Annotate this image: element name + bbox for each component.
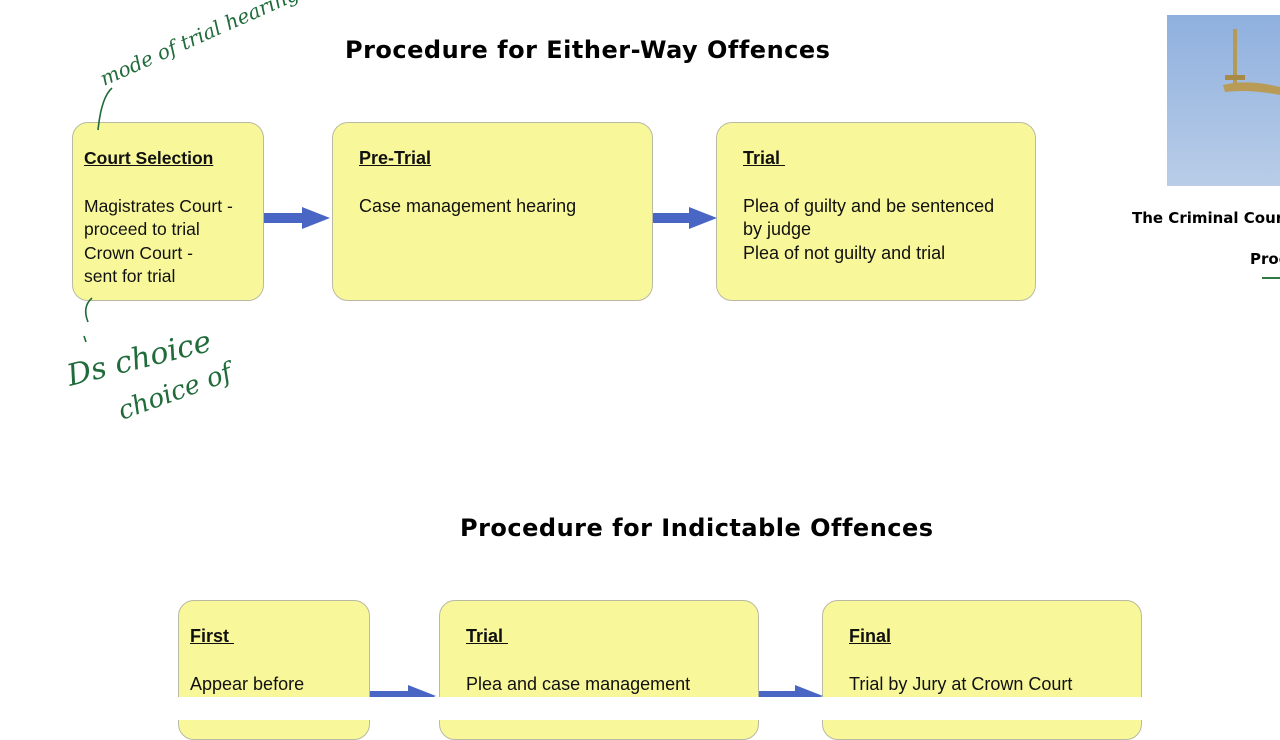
indictable-heading: Procedure for Indictable Offences bbox=[460, 514, 934, 542]
box-line: Plea and case management bbox=[466, 673, 691, 694]
box-line: by judge bbox=[743, 219, 812, 239]
handwritten-note-mode-of-trial: mode of trial hearing bbox=[96, 0, 302, 91]
bottom-strip bbox=[0, 697, 1280, 720]
box-title: Court Selection bbox=[84, 148, 214, 168]
box-line: Trial by Jury at Crown Court bbox=[849, 673, 1073, 694]
box-line: Crown Court - bbox=[84, 242, 193, 263]
trial-box: Trial Plea of guilty and be sentenced by… bbox=[716, 122, 1036, 301]
pre-trial-box: Pre-Trial Case management hearing bbox=[332, 122, 653, 301]
handwritten-note-choice-of: choice of bbox=[114, 356, 240, 426]
justice-statue-image bbox=[1167, 15, 1280, 186]
box-title: Pre-Trial bbox=[359, 148, 432, 168]
arrow-right-icon bbox=[264, 207, 330, 229]
sidebar-caption: The Criminal Court bbox=[1132, 209, 1280, 227]
box-line: Case management hearing bbox=[359, 195, 577, 216]
court-selection-box: Court Selection Magistrates Court - proc… bbox=[72, 122, 264, 301]
box-title: Trial bbox=[743, 148, 786, 168]
box-line: proceed to trial bbox=[84, 219, 200, 239]
arrow-right-icon bbox=[653, 207, 717, 229]
box-line: Appear before bbox=[190, 673, 305, 694]
box-title: First bbox=[190, 626, 235, 646]
sidebar-sub-caption: Proc bbox=[1250, 250, 1280, 268]
box-line: Plea of not guilty and trial bbox=[743, 242, 946, 263]
box-title: Trial bbox=[466, 626, 509, 646]
box-title: Final bbox=[849, 626, 892, 646]
sidebar-underline bbox=[1262, 277, 1280, 279]
handwritten-note-ds-choice: Ds choice bbox=[62, 324, 214, 394]
box-line: Magistrates Court - bbox=[84, 195, 233, 216]
justice-statue-icon bbox=[1167, 15, 1280, 186]
box-line: Plea of guilty and be sentenced bbox=[743, 195, 995, 216]
box-line: sent for trial bbox=[84, 266, 176, 286]
either-way-heading: Procedure for Either-Way Offences bbox=[345, 36, 831, 64]
